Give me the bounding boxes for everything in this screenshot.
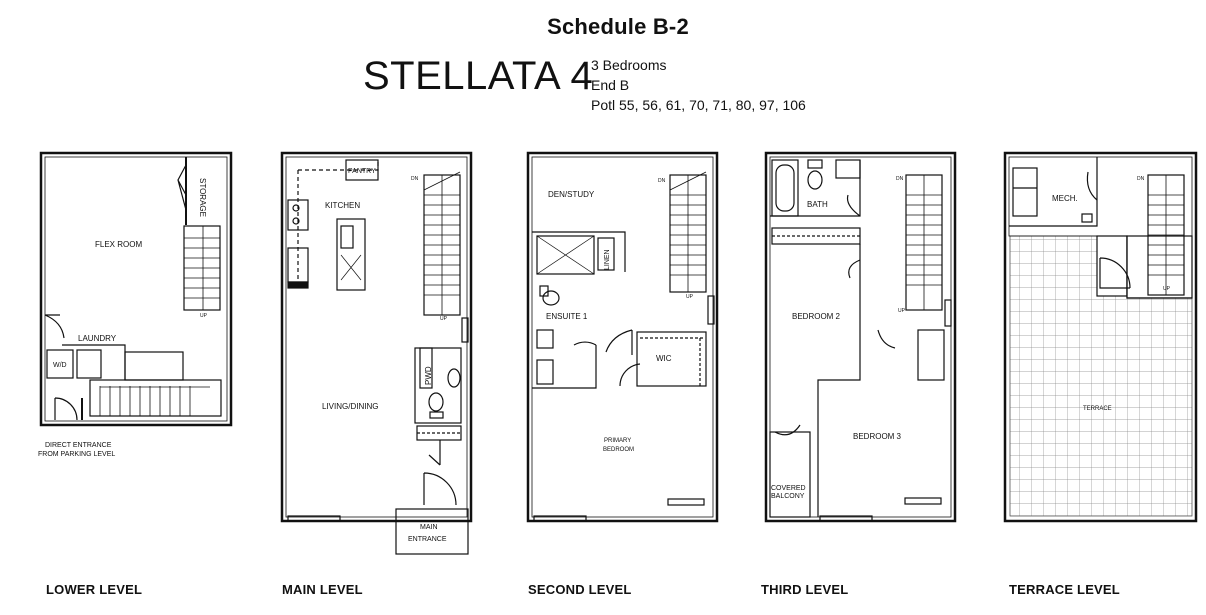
main-up-label: UP — [440, 316, 448, 322]
wic-label: WIC — [656, 354, 672, 363]
level-name-third: THIRD LEVEL — [761, 582, 848, 597]
laundry-label: LAUNDRY — [78, 334, 117, 343]
pwd-label: PWD — [424, 366, 433, 385]
main-dn-label: DN — [411, 176, 419, 182]
bath-label: BATH — [807, 200, 828, 209]
third-up-label: UP — [898, 308, 906, 314]
entrance-note-1: DIRECT ENTRANCE — [45, 442, 112, 449]
mech-label: MECH. — [1052, 194, 1078, 203]
terrace-up-label: UP — [1163, 286, 1171, 292]
bedroom3-label: BEDROOM 3 — [853, 432, 902, 441]
balcony-label-2: BALCONY — [771, 493, 805, 500]
second-dn-label: DN — [658, 178, 666, 184]
third-level-plan — [764, 151, 957, 523]
spec-lots: Potl 55, 56, 61, 70, 71, 80, 97, 106 — [591, 97, 806, 113]
kitchen-label: KITCHEN — [325, 201, 360, 210]
model-name: STELLATA 4 — [363, 54, 594, 98]
balcony-label-1: COVERED — [771, 485, 806, 492]
schedule-title: Schedule B-2 — [547, 14, 689, 39]
primary-label-2: BEDROOM — [603, 447, 634, 453]
level-name-main: MAIN LEVEL — [282, 582, 363, 597]
third-dn-label: DN — [896, 176, 904, 182]
terrace-level-plan — [1003, 151, 1198, 523]
second-level-plan — [526, 151, 719, 523]
bedroom2-label: BEDROOM 2 — [792, 312, 841, 321]
pantry-label: PANTRY — [348, 168, 376, 175]
second-up-label: UP — [686, 294, 694, 300]
living-dining-label: LIVING/DINING — [322, 402, 378, 411]
terrace-dn-label: DN — [1137, 176, 1145, 182]
level-name-lower: LOWER LEVEL — [46, 582, 142, 597]
linen-label: LINEN — [604, 249, 611, 270]
den-study-label: DEN/STUDY — [548, 190, 595, 199]
main-entrance-label-2: ENTRANCE — [408, 536, 447, 543]
wd-label: W/D — [53, 362, 67, 369]
terrace-label: TERRACE — [1083, 406, 1112, 412]
lower-up-label: UP — [200, 313, 208, 319]
flex-room-label: FLEX ROOM — [95, 240, 142, 249]
lower-level-plan — [39, 151, 233, 427]
level-name-terrace: TERRACE LEVEL — [1009, 582, 1120, 597]
level-name-second: SECOND LEVEL — [528, 582, 632, 597]
storage-label: STORAGE — [198, 178, 207, 217]
primary-label-1: PRIMARY — [604, 438, 631, 444]
main-entrance-label-1: MAIN — [420, 524, 438, 531]
ensuite-label: ENSUITE 1 — [546, 312, 588, 321]
main-level-plan — [280, 151, 473, 555]
entrance-note-2: FROM PARKING LEVEL — [38, 451, 115, 458]
spec-end: End B — [591, 77, 630, 93]
spec-bedrooms: 3 Bedrooms — [591, 57, 667, 73]
